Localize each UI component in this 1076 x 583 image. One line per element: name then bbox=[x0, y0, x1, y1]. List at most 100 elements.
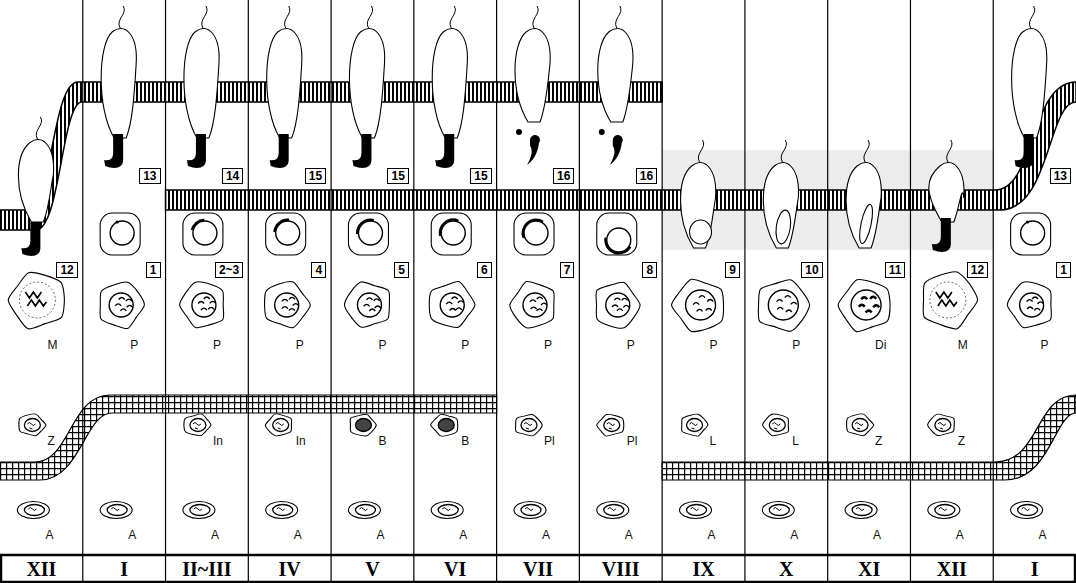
stage-numeral: I bbox=[83, 556, 166, 582]
spermatogonium bbox=[17, 502, 49, 519]
round-spermatid bbox=[597, 213, 637, 255]
column-divider bbox=[330, 0, 331, 582]
spermatogonium-nucleus bbox=[935, 505, 955, 516]
chromatin bbox=[612, 298, 629, 311]
stage-numeral: XII bbox=[0, 556, 83, 582]
spermatid-tail bbox=[36, 117, 41, 139]
acrosome-cap bbox=[434, 214, 460, 238]
spermatocyte-band bbox=[662, 395, 1076, 480]
spermatid-cytoplasm bbox=[929, 163, 964, 222]
spermatogonium-nucleus bbox=[24, 505, 44, 516]
spermatogonium-nucleus bbox=[190, 505, 210, 516]
spermatid-head bbox=[104, 134, 123, 168]
cell-type-label: M bbox=[47, 338, 57, 352]
round-spermatid bbox=[348, 213, 388, 255]
step-number-box: 5 bbox=[394, 262, 409, 278]
spermatogonium bbox=[680, 502, 712, 519]
chromatin bbox=[198, 297, 216, 310]
spermatocyte-nucleus bbox=[851, 290, 881, 320]
round-spermatid bbox=[100, 213, 140, 255]
cell-type-label: P bbox=[627, 338, 635, 352]
step-number-box: 13 bbox=[1050, 168, 1071, 184]
cell-type-label: L bbox=[710, 434, 717, 448]
germ-cell bbox=[682, 414, 708, 436]
column-divider bbox=[248, 0, 249, 582]
spermatocyte bbox=[344, 282, 389, 327]
germ-cell bbox=[431, 414, 458, 436]
spermatid-tail bbox=[1029, 6, 1034, 28]
step-number: 15 bbox=[309, 169, 322, 183]
acrosome-cap bbox=[270, 215, 290, 233]
spermatid-cytoplasm bbox=[515, 29, 550, 122]
step-number-box: 15 bbox=[305, 168, 326, 184]
chromatin bbox=[111, 508, 119, 511]
cell-type-label: A bbox=[708, 528, 716, 542]
step-number: 14 bbox=[226, 169, 239, 183]
spermatid-nucleus bbox=[857, 203, 875, 244]
spermatid-nucleus bbox=[441, 221, 465, 245]
step-number-box: 2~3 bbox=[215, 262, 243, 278]
stage-numeral: X bbox=[745, 556, 828, 582]
cell-type-label: A bbox=[542, 528, 550, 542]
spermatocyte bbox=[672, 279, 724, 331]
chromosomes bbox=[25, 292, 46, 306]
chromatin bbox=[364, 298, 381, 311]
spermatocyte-nucleus bbox=[440, 293, 464, 317]
spermatid-nucleus bbox=[774, 209, 793, 245]
spermatocyte bbox=[923, 272, 977, 329]
spermatogonium bbox=[183, 502, 215, 519]
cell-type-label: A bbox=[956, 528, 964, 542]
step-number: 1 bbox=[1060, 263, 1067, 277]
spermatid-nucleus bbox=[690, 220, 712, 244]
step-number-box: 1 bbox=[146, 262, 161, 278]
acrosome-cap bbox=[352, 214, 375, 235]
cell-type-label: In bbox=[213, 434, 223, 448]
spindle-region bbox=[19, 282, 55, 318]
spermatocyte-nucleus bbox=[357, 293, 381, 317]
spermatid-cytoplasm bbox=[763, 163, 798, 248]
germ-cell-nucleus bbox=[273, 419, 289, 432]
column-divider bbox=[910, 0, 911, 582]
spermatogonium bbox=[1011, 502, 1043, 519]
round-spermatid bbox=[183, 213, 223, 255]
acrosome-cap bbox=[600, 237, 631, 258]
spermatocyte-nucleus bbox=[109, 293, 133, 317]
spermatocyte bbox=[838, 280, 890, 332]
cell-type-label: P bbox=[1041, 338, 1049, 352]
chromatin bbox=[938, 423, 946, 430]
spermatid-tail bbox=[616, 6, 621, 28]
spermatid-head bbox=[270, 134, 289, 168]
spermatogonium-nucleus bbox=[521, 505, 541, 516]
cell-type-label: M bbox=[958, 338, 968, 352]
chromatin bbox=[691, 508, 699, 511]
spermatid-cytoplasm bbox=[184, 29, 219, 138]
cell-type-label: P bbox=[130, 338, 138, 352]
step-number-box: 9 bbox=[725, 262, 740, 278]
chromatin bbox=[690, 423, 698, 430]
cell-type-label: A bbox=[211, 528, 219, 542]
stage-numeral: VI bbox=[414, 556, 497, 582]
germ-cell bbox=[350, 414, 376, 436]
spermatid-tail bbox=[781, 140, 786, 162]
step-number-box: 13 bbox=[139, 168, 160, 184]
spermatocyte bbox=[596, 282, 640, 328]
spermatocyte-nucleus bbox=[1020, 293, 1044, 317]
spermatocyte bbox=[758, 280, 809, 332]
cell-type-label: Z bbox=[958, 434, 965, 448]
residual-body bbox=[599, 129, 605, 135]
chromatin bbox=[856, 508, 864, 511]
spermatid-cytoplasm bbox=[349, 29, 384, 138]
round-spermatid bbox=[1011, 213, 1051, 255]
step-number: 1 bbox=[150, 263, 157, 277]
spermatid-head bbox=[1015, 134, 1034, 168]
step-number-box: 7 bbox=[560, 262, 575, 278]
germ-cell-nucleus bbox=[521, 419, 537, 432]
germ-cell bbox=[597, 414, 624, 436]
cell-type-label: P bbox=[378, 338, 386, 352]
chromatin bbox=[693, 296, 713, 312]
chromosomes bbox=[936, 292, 957, 306]
chromatin bbox=[939, 508, 947, 511]
spermatogonium-nucleus bbox=[273, 505, 293, 516]
